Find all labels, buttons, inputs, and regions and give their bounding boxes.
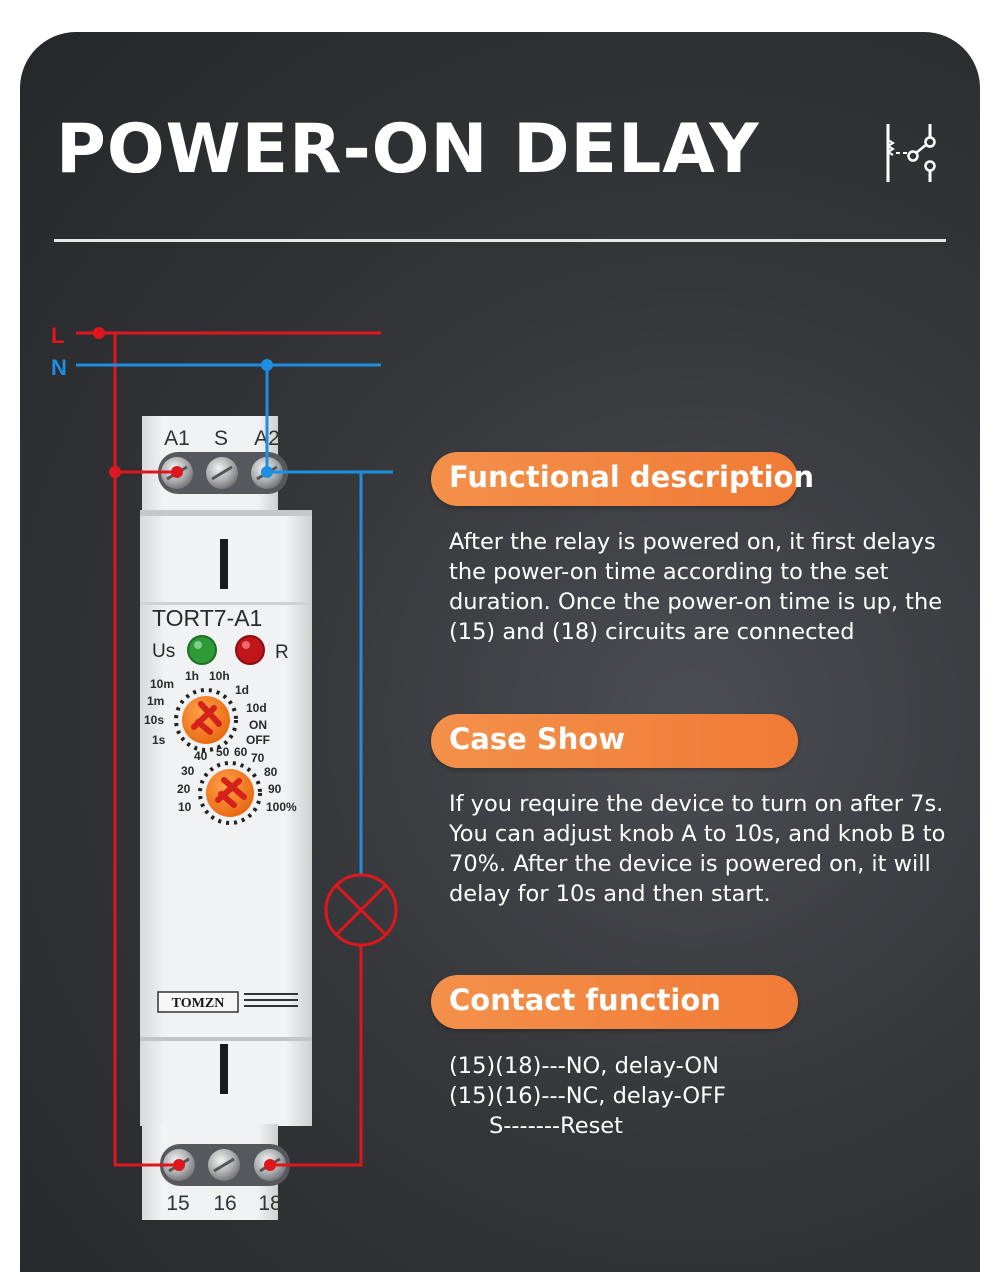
text-line: (15)(16)---NC, delay-OFF <box>449 1083 726 1109</box>
knob-a-scale-1m: 1m <box>147 694 164 708</box>
functional-description-title: Functional description <box>449 460 815 494</box>
knob-b-scale-80: 80 <box>264 765 278 779</box>
knob-a[interactable] <box>182 696 230 744</box>
knob-b-scale-70: 70 <box>251 751 265 765</box>
knob-a-scale-1d: 1d <box>235 683 249 697</box>
knob-a-scale-1s: 1s <box>152 733 166 747</box>
knob-b-scale-50: 50 <box>216 745 230 759</box>
case-show-heading: Case Show <box>431 714 798 768</box>
screw-terminal-s <box>206 457 238 489</box>
device-model: TORT7-A1 <box>152 605 262 631</box>
knob-a-scale-10h: 10h <box>209 669 230 683</box>
functional-description-heading: Functional description <box>431 452 814 506</box>
text-line: (15) and (18) circuits are connected <box>449 619 855 645</box>
led-r-indicator <box>235 635 265 665</box>
knob-a-scale-on: ON <box>249 718 267 732</box>
text-line: duration. Once the power-on time is up, … <box>449 589 943 615</box>
knob-b[interactable] <box>206 769 254 817</box>
knob-a-scale-off: OFF <box>246 733 270 747</box>
contact-function-heading: Contact function <box>431 975 798 1029</box>
led-us-label: Us <box>152 641 175 662</box>
case-show-text: If you require the device to turn on aft… <box>449 789 945 909</box>
terminal-label-s: S <box>214 427 228 450</box>
line-label-n: N <box>51 355 67 380</box>
knob-b-scale-20: 20 <box>177 782 191 796</box>
text-line: S-------Reset <box>489 1113 623 1139</box>
knob-b-scale-60: 60 <box>234 745 248 759</box>
knob-b-scale-40: 40 <box>194 749 208 763</box>
brand-logo: TOMZN <box>172 996 225 1011</box>
terminal-label-18: 18 <box>258 1192 281 1215</box>
knob-b-scale-90: 90 <box>268 782 282 796</box>
text-line: 70%. After the device is powered on, it … <box>449 851 931 877</box>
terminal-label-a1: A1 <box>164 427 190 450</box>
text-line: If you require the device to turn on aft… <box>449 791 944 817</box>
content-panel: POWER-ON DELAY <box>20 32 980 1272</box>
wiring-diagram: A1 S A2 TORT7-A1 Us R 10m 1h 10h 1d 10d … <box>51 323 398 1220</box>
line-wire <box>76 331 381 1167</box>
timer-contact-symbol-icon <box>886 124 936 182</box>
title-divider <box>54 239 946 242</box>
text-line: the power-on time according to the set <box>449 559 889 585</box>
led-r-label: R <box>275 642 289 663</box>
screw-terminal-16 <box>208 1149 240 1181</box>
knob-b-scale-10: 10 <box>178 800 192 814</box>
text-line: (15)(18)---NO, delay-ON <box>449 1053 719 1079</box>
terminal-label-15: 15 <box>166 1192 189 1215</box>
line-label-l: L <box>51 323 64 348</box>
knob-b-scale-30: 30 <box>181 764 195 778</box>
page-title: POWER-ON DELAY <box>56 110 760 189</box>
led-us-indicator <box>187 635 217 665</box>
terminal-label-16: 16 <box>213 1192 236 1215</box>
text-line: After the relay is powered on, it first … <box>449 529 936 555</box>
case-show-title: Case Show <box>449 722 626 756</box>
functional-description-text: After the relay is powered on, it first … <box>449 527 942 647</box>
knob-b-scale-100: 100% <box>266 800 297 814</box>
contact-function-title: Contact function <box>449 983 721 1017</box>
lamp-load-icon <box>324 873 398 947</box>
knob-a-scale-1h: 1h <box>185 669 199 683</box>
contact-function-text: (15)(18)---NO, delay-ON (15)(16)---NC, d… <box>449 1051 726 1141</box>
text-line: You can adjust knob A to 10s, and knob B… <box>449 821 946 847</box>
knob-a-scale-10d: 10d <box>246 701 267 715</box>
knob-a-scale-10m: 10m <box>150 677 174 691</box>
text-line: delay for 10s and then start. <box>449 881 771 907</box>
knob-a-scale-10s: 10s <box>144 713 164 727</box>
